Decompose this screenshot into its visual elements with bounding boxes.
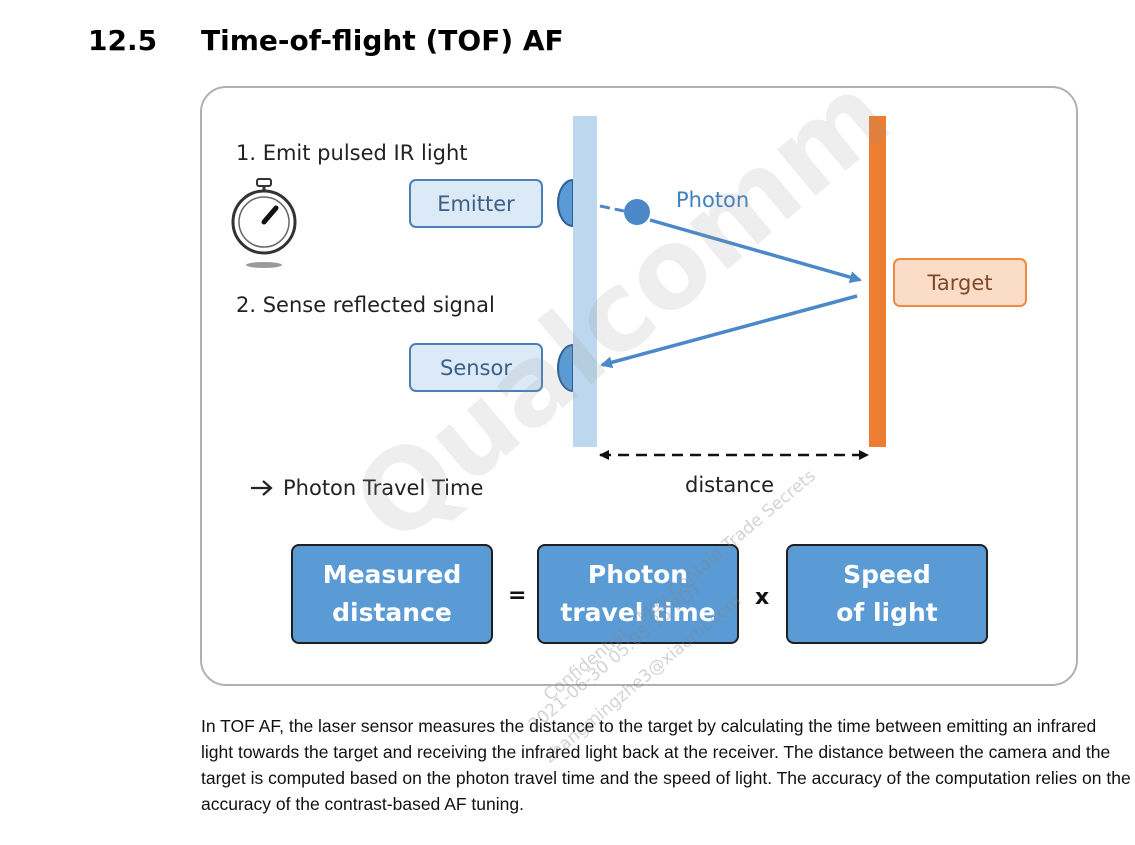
multiply-sign: x xyxy=(755,585,770,610)
distance-label: distance xyxy=(685,473,774,497)
travel-time-label: Photon Travel Time xyxy=(283,476,484,500)
camera-plane xyxy=(573,116,597,447)
section-title: Time-of-flight (TOF) AF xyxy=(201,24,564,57)
stopwatch-icon xyxy=(231,178,297,268)
emitter-box: Emitter xyxy=(409,179,543,228)
section-number: 12.5 xyxy=(88,24,158,57)
speed-of-light-box: Speed of light xyxy=(786,544,988,644)
sensor-box: Sensor xyxy=(409,343,543,392)
target-plane xyxy=(869,116,886,447)
step-sense-label: 2. Sense reflected signal xyxy=(236,293,495,317)
right-arrow-icon xyxy=(251,480,273,496)
photon-label: Photon xyxy=(676,188,750,212)
step-emit-label: 1. Emit pulsed IR light xyxy=(236,141,468,165)
body-paragraph: In TOF AF, the laser sensor measures the… xyxy=(201,716,1131,814)
emitter-lens xyxy=(557,178,574,228)
measured-distance-box: Measured distance xyxy=(291,544,493,644)
equals-sign: = xyxy=(508,583,527,608)
photon-travel-time-box: Photon travel time xyxy=(537,544,739,644)
photon-dot xyxy=(624,199,650,225)
target-box: Target xyxy=(893,258,1027,307)
sensor-lens xyxy=(557,343,574,393)
emit-arrow xyxy=(649,218,862,284)
reflect-arrow xyxy=(600,294,858,369)
